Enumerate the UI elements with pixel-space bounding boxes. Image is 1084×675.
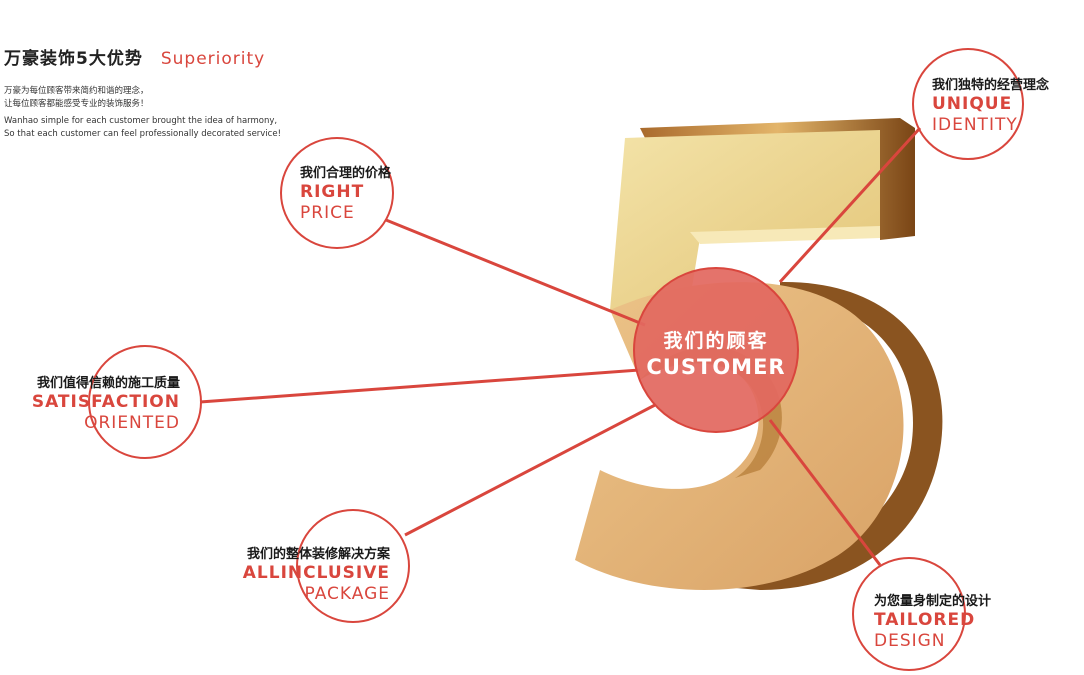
page-title: 万豪装饰5大优势	[4, 49, 143, 69]
customer-label: 我们的顾客 CUSTOMER	[633, 326, 799, 379]
feature-identity: 我们独特的经营理念 UNIQUE IDENTITY	[932, 74, 1049, 135]
feature-satisfaction-en2: ORIENTED	[84, 413, 180, 433]
page-subtitle: Superiority	[160, 49, 266, 69]
design-circle	[852, 557, 966, 671]
feature-identity-en1: UNIQUE	[932, 94, 1013, 114]
customer-label-cn: 我们的顾客	[663, 330, 769, 352]
customer-label-en: CUSTOMER	[646, 355, 786, 379]
satisfaction-circle	[88, 345, 202, 459]
feature-satisfaction: 我们值得信赖的施工质量 SATISFACTION ORIENTED	[32, 372, 180, 433]
feature-package-cn: 我们的整体装修解决方案	[246, 547, 390, 562]
feature-design-en1: TAILORED	[874, 610, 976, 630]
price-circle	[280, 137, 394, 249]
feature-design-en2: DESIGN	[874, 631, 946, 651]
feature-package: 我们的整体装修解决方案 ALLINCLUSIVE PACKAGE	[243, 543, 390, 604]
intro-cn-line-1: 万豪为每位顾客带来简约和谐的理念，	[4, 86, 149, 96]
intro-en-line-1: Wanhao simple for each customer brought …	[4, 116, 278, 126]
customer-circle	[633, 267, 799, 433]
feature-package-en2: PACKAGE	[304, 584, 390, 604]
feature-satisfaction-en1: SATISFACTION	[31, 392, 180, 412]
identity-circle	[912, 48, 1024, 160]
intro-text: 万豪为每位顾客带来简约和谐的理念， 让每位顾客都能感受专业的装饰服务！ Wanh…	[4, 85, 281, 141]
feature-design-cn: 为您量身制定的设计	[874, 594, 992, 609]
feature-identity-en2: IDENTITY	[932, 115, 1018, 135]
package-circle	[296, 509, 410, 623]
feature-identity-cn: 我们独特的经营理念	[932, 78, 1050, 93]
intro-cn-line-2: 让每位顾客都能感受专业的装饰服务！	[4, 99, 149, 109]
intro-en-line-2: So that each customer can feel professio…	[4, 129, 281, 139]
feature-price-cn: 我们合理的价格	[300, 166, 392, 181]
feature-price: 我们合理的价格 RIGHT PRICE	[300, 162, 391, 223]
feature-design: 为您量身制定的设计 TAILORED DESIGN	[874, 590, 991, 651]
feature-satisfaction-cn: 我们值得信赖的施工质量	[36, 376, 180, 391]
feature-package-en1: ALLINCLUSIVE	[242, 563, 390, 583]
header: 万豪装饰5大优势 Superiority 万豪为每位顾客带来简约和谐的理念， 让…	[4, 44, 281, 141]
feature-price-en1: RIGHT	[300, 182, 365, 202]
feature-price-en2: PRICE	[300, 203, 355, 223]
